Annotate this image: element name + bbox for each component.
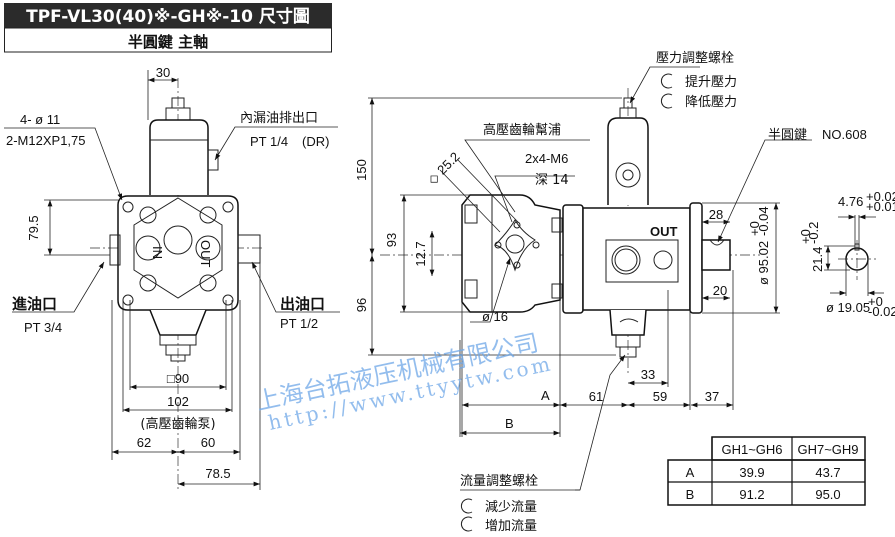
table-cell: 91.2 xyxy=(739,487,764,502)
drain-port-label: 內漏油排出口 xyxy=(240,110,318,126)
front-view: IN OUT 30 79.5 □90 102 (高壓齒輪泵) 62 60 78.… xyxy=(4,65,340,490)
pressure-down-label: 降低壓力 xyxy=(685,95,737,110)
pressure-bolt-label: 壓力調整螺栓 xyxy=(656,51,734,66)
dim-12-7: 12.7 xyxy=(413,241,428,266)
key-height-tol-lower: -0.2 xyxy=(806,222,821,244)
gear-pump-flange-label: 高壓齒輪幫浦 xyxy=(483,122,561,138)
table-cell: 43.7 xyxy=(815,465,840,480)
dim-28: 28 xyxy=(709,207,723,222)
flow-bolt-label: 流量調整螺栓 xyxy=(460,474,538,489)
square-25-2-label: ◇ 25.2 xyxy=(425,149,463,187)
shaft-diameter: ø 19.05 xyxy=(826,300,870,315)
shaft-dia-tol-lower: -0.021 xyxy=(868,304,895,319)
dim-30: 30 xyxy=(156,65,170,80)
key-height-tol-upper: +0 xyxy=(798,229,813,244)
key-width-tol-upper: +0.024 xyxy=(866,189,895,204)
dim-61: 61 xyxy=(589,389,603,404)
flow-up-label: 增加流量 xyxy=(485,519,537,534)
key-height: 21.4 xyxy=(810,247,825,272)
table-header-gh1-gh6: GH1~GH6 xyxy=(721,442,782,457)
dim-phi16: ø 16 xyxy=(482,309,508,324)
front-port-in-label: IN xyxy=(150,246,165,259)
drain-port-spec: PT 1/4 xyxy=(250,134,288,149)
clockwise-arrow-icon xyxy=(660,73,673,89)
table-header-gh7-gh9: GH7~GH9 xyxy=(797,442,858,457)
dim-95-02: ø 95.02 xyxy=(756,241,771,285)
dim-62: 62 xyxy=(137,435,151,450)
tol-95-upper: +0 xyxy=(747,221,762,236)
dim-79-5: 79.5 xyxy=(26,215,41,240)
thread-label: 2-M12XP1,75 xyxy=(6,133,86,148)
counterclockwise-arrow-icon xyxy=(460,516,473,532)
table-row-label: A xyxy=(686,465,695,480)
dim-60: 60 xyxy=(201,435,215,450)
dim-78-5: 78.5 xyxy=(205,466,230,481)
dim-20: 20 xyxy=(713,283,727,298)
dim-150: 150 xyxy=(354,159,369,181)
dimension-table: GH1~GH6 GH7~GH9 A 39.9 43.7 B 91.2 95.0 xyxy=(667,436,866,506)
holes-label: 2x4-M6 xyxy=(525,151,568,166)
outlet-port-label: 出油口 xyxy=(280,295,325,313)
front-port-out-label: OUT xyxy=(198,240,213,268)
table-row-label: B xyxy=(686,487,695,502)
pressure-up-label: 提升壓力 xyxy=(685,74,737,90)
outlet-port-spec: PT 1/2 xyxy=(280,316,318,331)
dim-59: 59 xyxy=(653,389,667,404)
dim-37: 37 xyxy=(705,389,719,404)
key-section-view: 4.76 +0.024 +0.012 21.4 +0 -0.2 ø 19.05 … xyxy=(798,189,895,319)
drawing-title: TPF-VL30(40)※-GH※-10 尺寸圖 xyxy=(26,6,310,27)
table-cell: 39.9 xyxy=(739,465,764,480)
dim-square-90: □90 xyxy=(167,371,189,386)
dim-33: 33 xyxy=(641,367,655,382)
tol-95-lower: -0.04 xyxy=(756,206,771,236)
inlet-port-spec: PT 3/4 xyxy=(24,320,62,335)
title-bar xyxy=(4,3,332,28)
title-block: TPF-VL30(40)※-GH※-10 尺寸圖 半圓鍵 主軸 xyxy=(4,3,332,53)
dim-96: 96 xyxy=(354,298,369,312)
drawing-subtitle: 半圓鍵 主軸 xyxy=(128,33,208,51)
dim-102: 102 xyxy=(167,394,189,409)
depth-label: 深 14 xyxy=(535,173,569,188)
key-width: 4.76 xyxy=(838,194,863,209)
dim-93: 93 xyxy=(384,233,399,247)
side-port-out-label: OUT xyxy=(650,224,678,239)
dim-A: A xyxy=(541,388,550,403)
table-cell: 95.0 xyxy=(815,487,840,502)
shaft-dia-tol-upper: +0 xyxy=(868,294,883,309)
subtitle-box xyxy=(4,27,332,53)
key-label: 半圓鍵 xyxy=(768,127,807,143)
key-width-tol-lower: +0.012 xyxy=(866,199,895,214)
gear-pump-label: (高壓齒輪泵) xyxy=(140,416,215,432)
flow-down-label: 減少流量 xyxy=(485,499,537,515)
clockwise-arrow-icon xyxy=(460,498,473,514)
bolt-holes-label: 4- ø 11 xyxy=(20,112,60,127)
drain-port-code: (DR) xyxy=(302,134,329,149)
side-view: OUT 150 96 93 12.7 A 61 59 xyxy=(354,51,867,534)
key-number: NO.608 xyxy=(822,127,867,142)
inlet-port-label: 進油口 xyxy=(12,295,57,313)
counterclockwise-arrow-icon xyxy=(660,93,673,109)
dim-B: B xyxy=(505,416,514,431)
